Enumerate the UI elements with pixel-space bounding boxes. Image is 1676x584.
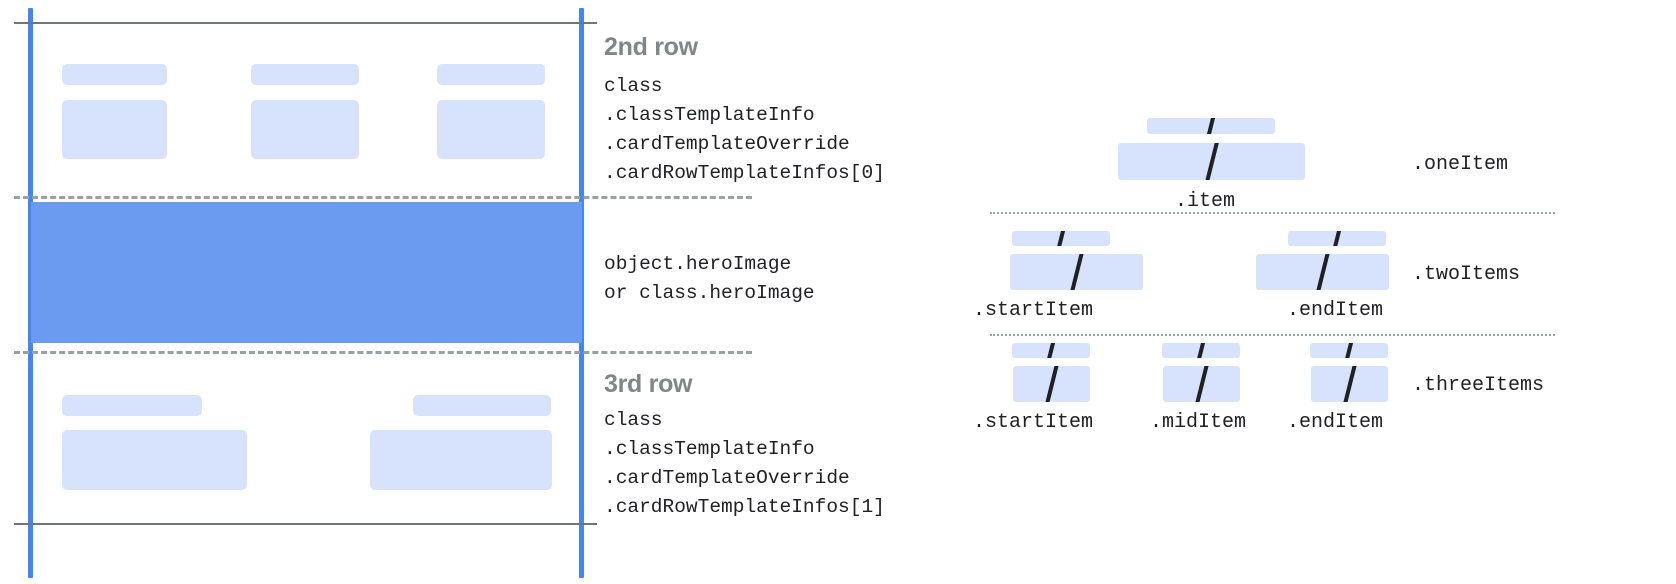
group-separator-2	[990, 334, 1555, 336]
item-image-box-two-start	[1010, 254, 1143, 290]
item-label-three-0: .startItem	[973, 411, 1094, 434]
item-label-three-1: .midItem	[1150, 411, 1247, 434]
placeholder-title-1	[62, 64, 167, 85]
third-row-code: class .classTemplateInfo .cardTemplateOv…	[604, 409, 885, 518]
item-label-two-1: .endItem	[1287, 299, 1384, 322]
slash-icon	[1206, 118, 1216, 134]
left-annotations: 2nd row class .classTemplateInfo .cardTe…	[604, 33, 885, 518]
second-row-title: 2nd row	[604, 33, 698, 61]
row-layout-variants-diagram: .item .oneItem .startItem .endItem .twoI…	[960, 0, 1676, 584]
card-template-preview	[0, 0, 752, 584]
item-image-box-three-end	[1311, 366, 1388, 402]
slash-icon	[1202, 143, 1221, 180]
item-caption-box-one	[1147, 118, 1275, 134]
slash-icon	[1332, 231, 1342, 246]
placeholder-body-1	[62, 100, 167, 159]
row-separator-bottom	[14, 351, 752, 354]
item-label-two-0: .startItem	[973, 299, 1094, 322]
item-image-box-three-mid	[1163, 366, 1240, 402]
group-label-one-item: .oneItem	[1412, 153, 1509, 176]
row-separator-top	[14, 196, 752, 199]
slash-icon	[1056, 231, 1066, 246]
slash-icon	[1046, 343, 1056, 358]
hero-image-band	[31, 202, 582, 343]
second-row-code: class .classTemplateInfo .cardTemplateOv…	[604, 75, 885, 184]
slash-icon	[1193, 366, 1210, 402]
item-caption-box-two-start	[1012, 231, 1110, 246]
group-label-two-items: .twoItems	[1412, 263, 1521, 286]
placeholder-title-5	[413, 395, 551, 416]
placeholder-body-4	[62, 430, 247, 490]
item-caption-box-three-start	[1012, 343, 1090, 358]
slash-icon	[1196, 343, 1206, 358]
card-top-rule	[14, 22, 597, 24]
slash-icon	[1344, 343, 1354, 358]
placeholder-body-5	[370, 430, 552, 490]
item-image-box-one	[1118, 143, 1305, 180]
item-label-three-2: .endItem	[1287, 411, 1384, 434]
placeholder-body-3	[437, 100, 545, 159]
guide-line-left	[28, 8, 33, 578]
hero-image-code: object.heroImage or class.heroImage	[604, 253, 815, 304]
group-separator-1	[990, 212, 1555, 214]
group-label-three-items: .threeItems	[1412, 374, 1545, 397]
card-bottom-rule	[14, 523, 597, 525]
item-image-box-three-start	[1013, 366, 1090, 402]
slash-icon	[1043, 366, 1060, 402]
slash-icon	[1068, 254, 1085, 290]
item-label-one-0: .item	[1175, 190, 1236, 213]
slash-icon	[1341, 366, 1358, 402]
item-caption-box-two-end	[1288, 231, 1386, 246]
placeholder-title-3	[437, 64, 545, 85]
placeholder-body-2	[251, 100, 359, 159]
third-row-title: 3rd row	[604, 370, 693, 398]
item-caption-box-three-mid	[1162, 343, 1240, 358]
item-caption-box-three-end	[1310, 343, 1388, 358]
item-image-box-two-end	[1256, 254, 1389, 290]
placeholder-title-4	[62, 395, 202, 416]
placeholder-title-2	[251, 64, 359, 85]
slash-icon	[1314, 254, 1331, 290]
